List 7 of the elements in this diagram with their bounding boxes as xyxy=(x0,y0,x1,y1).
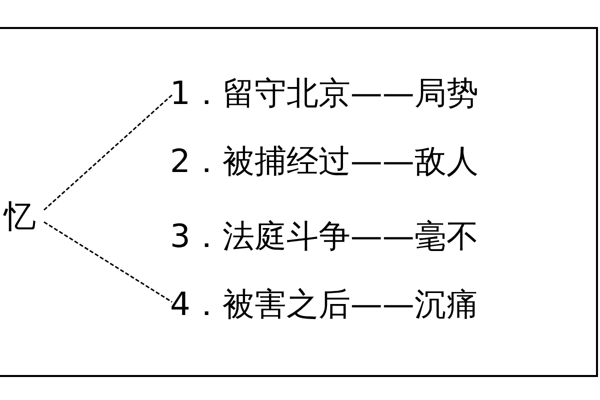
list-item: 3．法庭斗争——毫不 xyxy=(170,216,478,256)
list-item: 4．被害之后——沉痛 xyxy=(170,284,478,324)
connector-line xyxy=(44,94,172,211)
list-item: 1．留守北京——局势 xyxy=(170,73,478,113)
connector-line xyxy=(44,221,172,303)
list-item: 2．被捕经过——敌人 xyxy=(170,141,478,181)
root-word: 忆 xyxy=(4,196,36,236)
